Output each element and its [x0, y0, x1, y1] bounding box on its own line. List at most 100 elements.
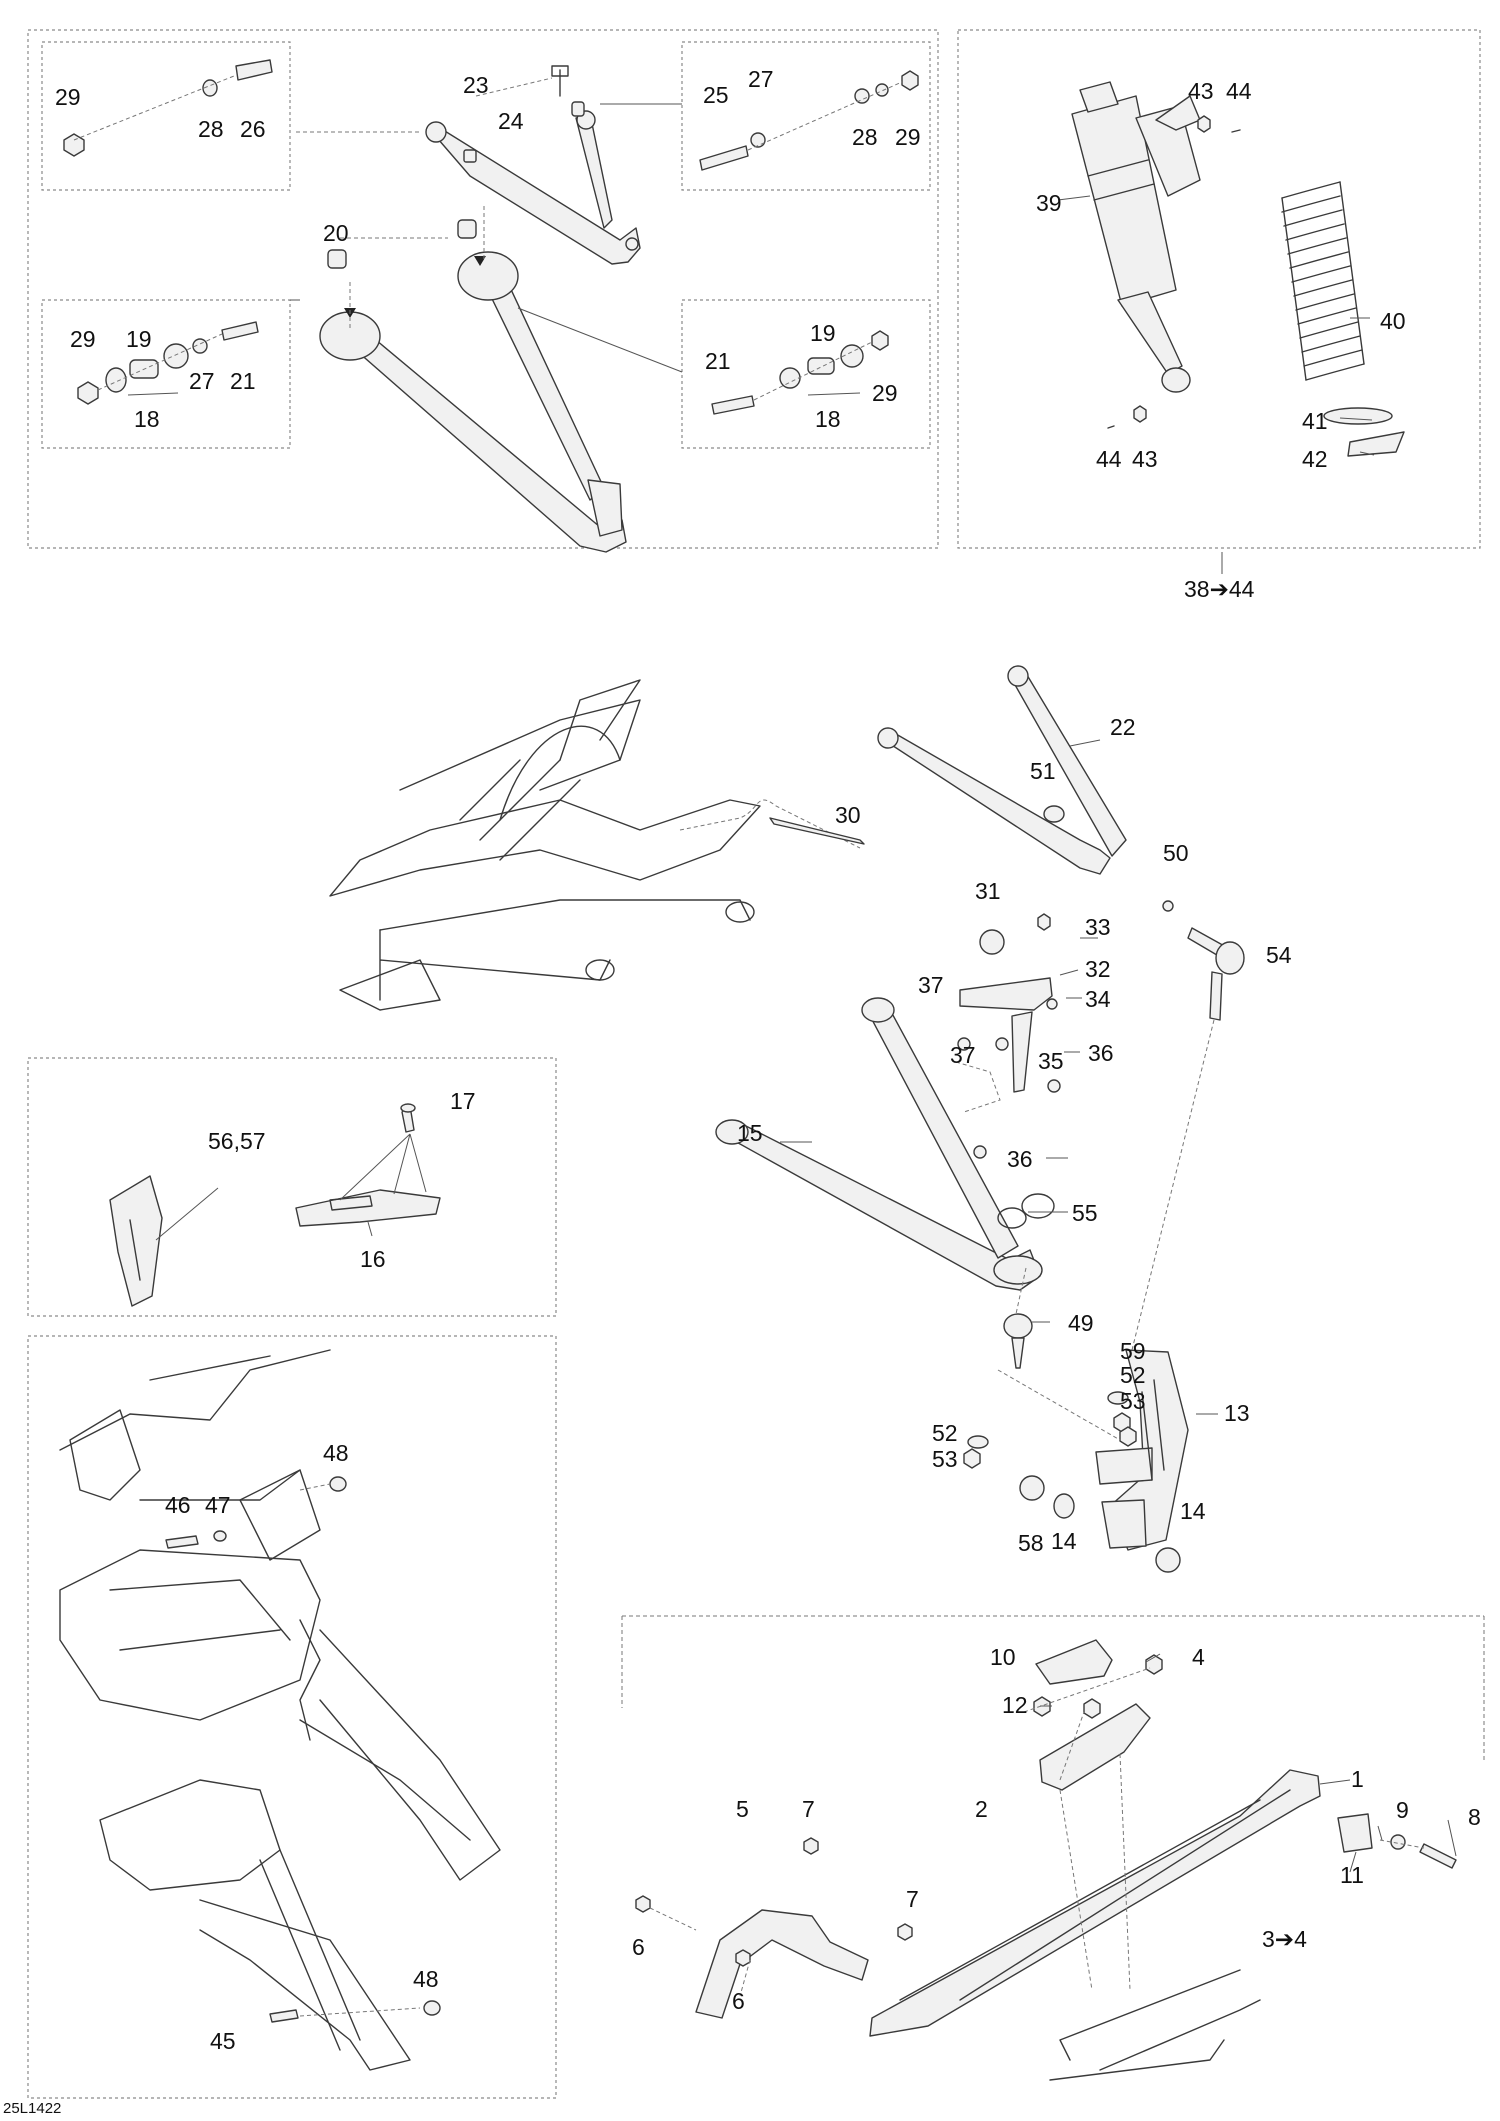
- callout-6a: 6: [632, 1934, 645, 1960]
- ski-parts: [635, 1639, 1457, 1997]
- shock-spring: [1281, 181, 1405, 457]
- callout-32: 32: [1085, 956, 1111, 982]
- callouts: 1 2 3➔4 4 5 6 6 7 7 8 9 10 11 12 13 14 1…: [3, 66, 1481, 2117]
- callout-10: 10: [990, 1644, 1016, 1670]
- callout-7b: 7: [906, 1886, 919, 1912]
- sway-bar-link: [769, 817, 865, 845]
- callout-48b: 48: [413, 1966, 439, 1992]
- callout-52a: 52: [1120, 1362, 1146, 1388]
- callout-16: 16: [360, 1246, 386, 1272]
- callout-46: 46: [165, 1492, 191, 1518]
- callout-48a: 48: [323, 1440, 349, 1466]
- callout-37b: 37: [950, 1042, 976, 1068]
- callout-5: 5: [736, 1796, 749, 1822]
- callout-28b: 28: [852, 124, 878, 150]
- callout-44b: 44: [1096, 446, 1122, 472]
- callout-17: 17: [450, 1088, 476, 1114]
- callout-53b: 53: [932, 1446, 958, 1472]
- callout-43a: 43: [1188, 78, 1214, 104]
- callout-59: 59: [1120, 1338, 1146, 1364]
- callout-29c: 29: [70, 326, 96, 352]
- document-id: 25L1422: [3, 2100, 61, 2117]
- shock-frame: [957, 29, 1481, 549]
- callout-19a: 19: [126, 326, 152, 352]
- upper-a-arm-installed: [877, 665, 1127, 875]
- callout-47: 47: [205, 1492, 231, 1518]
- callout-4: 4: [1192, 1644, 1205, 1670]
- inset-frame-upper-right: [681, 41, 931, 191]
- callout-9: 9: [1396, 1797, 1409, 1823]
- chassis-frame: [27, 1335, 557, 2099]
- callout-1: 1: [1351, 1766, 1364, 1792]
- callout-15: 15: [737, 1120, 763, 1146]
- callout-20: 20: [323, 220, 349, 246]
- callout-13: 13: [1224, 1400, 1250, 1426]
- callout-29d: 29: [872, 380, 898, 406]
- callout-23: 23: [463, 72, 489, 98]
- callout-26: 26: [240, 116, 266, 142]
- lower-a-arm-installed: [715, 997, 1055, 1291]
- tie-rod: [1131, 900, 1245, 1351]
- callout-49: 49: [1068, 1310, 1094, 1336]
- chassis-sketch: [59, 1349, 501, 2071]
- ski: [869, 1769, 1321, 2081]
- section-frames: [27, 29, 1485, 2099]
- callout-33: 33: [1085, 914, 1111, 940]
- callout-56-57: 56,57: [208, 1128, 266, 1154]
- callout-40: 40: [1380, 308, 1406, 334]
- callout-55: 55: [1072, 1200, 1098, 1226]
- callout-6b: 6: [732, 1988, 745, 2014]
- callout-18a: 18: [134, 406, 160, 432]
- ski-frame: [621, 1615, 1485, 1760]
- callout-36b: 36: [1007, 1146, 1033, 1172]
- inset-lower-right-parts: [711, 330, 889, 415]
- suspension-assembly-sketch: [329, 679, 861, 1011]
- callout-2: 2: [975, 1796, 988, 1822]
- callout-8: 8: [1468, 1804, 1481, 1830]
- callout-39: 39: [1036, 190, 1062, 216]
- callout-19b: 19: [810, 320, 836, 346]
- callout-28a: 28: [198, 116, 224, 142]
- upper-a-arm: [425, 65, 641, 265]
- lower-a-arm: [319, 219, 627, 553]
- callout-36a: 36: [1088, 1040, 1114, 1066]
- callout-24: 24: [498, 108, 524, 134]
- callout-34: 34: [1085, 986, 1111, 1012]
- sway-bar-parts: [957, 913, 1061, 1093]
- callout-43b: 43: [1132, 446, 1158, 472]
- callout-44a: 44: [1226, 78, 1252, 104]
- callout-53a: 53: [1120, 1388, 1146, 1414]
- bracket-frame: [27, 1057, 557, 1317]
- callout-27b: 27: [748, 66, 774, 92]
- callout-50: 50: [1163, 840, 1189, 866]
- callout-14b: 14: [1051, 1528, 1077, 1554]
- callout-52b: 52: [932, 1420, 958, 1446]
- shock-absorber: [1071, 81, 1241, 429]
- inset-lower-left-parts: [77, 321, 259, 405]
- callout-7a: 7: [802, 1796, 815, 1822]
- callout-51: 51: [1030, 758, 1056, 784]
- callout-38-44: 38➔44: [1184, 576, 1255, 602]
- callout-42: 42: [1302, 446, 1328, 472]
- ski-handle: [695, 1909, 869, 2019]
- callout-58: 58: [1018, 1530, 1044, 1556]
- callout-29a: 29: [55, 84, 81, 110]
- callout-54: 54: [1266, 942, 1292, 968]
- o-ring: [997, 1207, 1027, 1229]
- callout-21a: 21: [230, 368, 256, 394]
- callout-12: 12: [1002, 1692, 1028, 1718]
- callout-29b: 29: [895, 124, 921, 150]
- callout-37a: 37: [918, 972, 944, 998]
- callout-35: 35: [1038, 1048, 1064, 1074]
- callout-30: 30: [835, 802, 861, 828]
- spindle: [963, 1313, 1189, 1573]
- leader-lines: [127, 195, 1457, 1873]
- callout-45: 45: [210, 2028, 236, 2054]
- callout-11: 11: [1340, 1862, 1364, 1888]
- callout-41: 41: [1302, 408, 1328, 434]
- bracket-parts: [109, 1103, 441, 1307]
- callout-22: 22: [1110, 714, 1136, 740]
- inset-upper-left-parts: [63, 59, 273, 157]
- inset-upper-right-parts: [699, 70, 919, 171]
